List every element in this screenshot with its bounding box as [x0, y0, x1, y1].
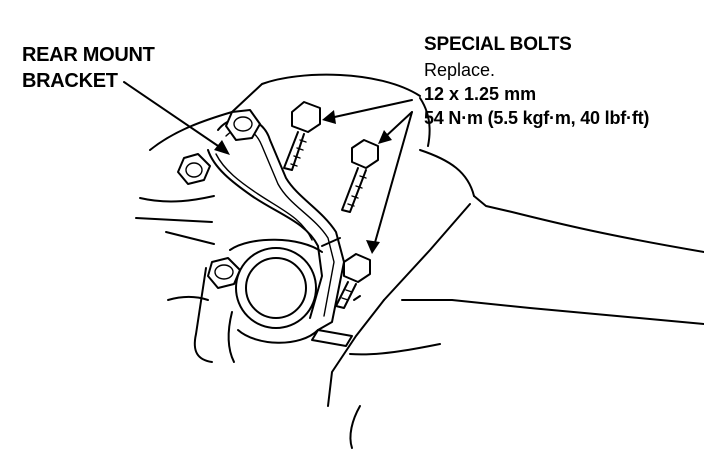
transmission-housing [229, 238, 323, 344]
special-bolts-leaders [322, 99, 413, 254]
rear-mount-bracket-label-line1: REAR MOUNT [22, 44, 155, 66]
rear-mount-bracket [207, 117, 361, 347]
special-bolt-2 [341, 139, 379, 213]
special-bolt-1 [283, 101, 321, 171]
special-bolts-size: 12 x 1.25 mm [424, 84, 537, 104]
special-bolts-replace-note: Replace. [424, 60, 496, 80]
special-bolt-3 [335, 253, 371, 309]
special-bolts-title: SPECIAL BOLTS [424, 34, 572, 55]
mount-bolt-left [177, 153, 211, 185]
mount-bolt-upper-left [225, 109, 261, 141]
rear-mount-bracket-label-line2: BRACKET [22, 70, 118, 92]
mount-bolt-lower [207, 257, 241, 289]
rear-mount-leader [123, 81, 230, 155]
engine-block-outline [135, 73, 704, 449]
special-bolts-torque: 54 N·m (5.5 kgf·m, 40 lbf·ft) [424, 108, 650, 128]
